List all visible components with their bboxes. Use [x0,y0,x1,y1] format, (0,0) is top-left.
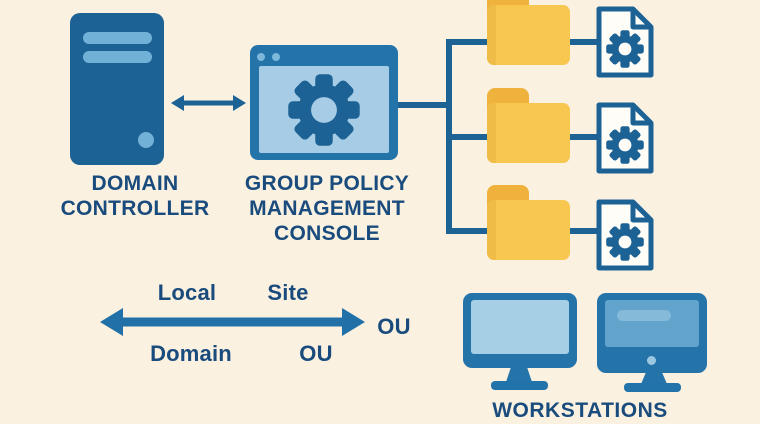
monitor-base [491,381,548,390]
monitor-screen [605,300,699,347]
server-power-dot [138,132,154,148]
window-dot-icon [257,53,265,61]
folder-body [487,5,570,65]
double-arrow-icon [171,95,246,111]
domain-controller-label: DOMAIN CONTROLLER [61,171,210,221]
folder-body [487,200,570,260]
monitor-stand [641,373,667,384]
server-slot [83,32,152,44]
gear-icon [606,223,644,261]
gpmc-label: GROUP POLICY MANAGEMENT CONSOLE [245,171,409,246]
monitor-stand [506,368,532,382]
screen-highlight [617,310,671,321]
gpo-document-icon [596,199,654,271]
gpo-document-icon [596,6,654,78]
monitor-power-dot [647,356,656,365]
server-icon [70,13,164,165]
folder-icon [487,185,570,260]
scale-label-ou-right: OU [377,314,411,339]
domain-controller-label-line1: DOMAIN [91,172,179,195]
scale-label-local: Local [157,280,217,305]
gpmc-label-line3: CONSOLE [274,222,380,245]
domain-controller-label-line2: CONTROLLER [60,197,210,220]
folder-icon [487,0,570,65]
gpmc-label-line1: GROUP POLICY [244,172,410,195]
gear-icon [288,74,360,146]
scale-label-domain: Domain [150,341,232,366]
monitor-icon [463,293,577,368]
hierarchy-double-arrow-icon [100,308,365,336]
server-slot [83,51,152,63]
gear-icon [606,126,644,164]
folder-body [487,103,570,163]
monitor-screen [471,300,569,354]
window-dot-icon [272,53,280,61]
folder-icon [487,88,570,163]
scale-label-ou: OU [299,341,333,366]
gpmc-label-line2: MANAGEMENT [249,197,405,220]
workstations-label: WORKSTATIONS [492,399,668,422]
gear-icon [606,30,644,68]
monitor-icon [597,293,707,373]
scale-label-site: Site [267,280,309,305]
monitor-base [624,383,681,392]
gpo-document-icon [596,102,654,174]
